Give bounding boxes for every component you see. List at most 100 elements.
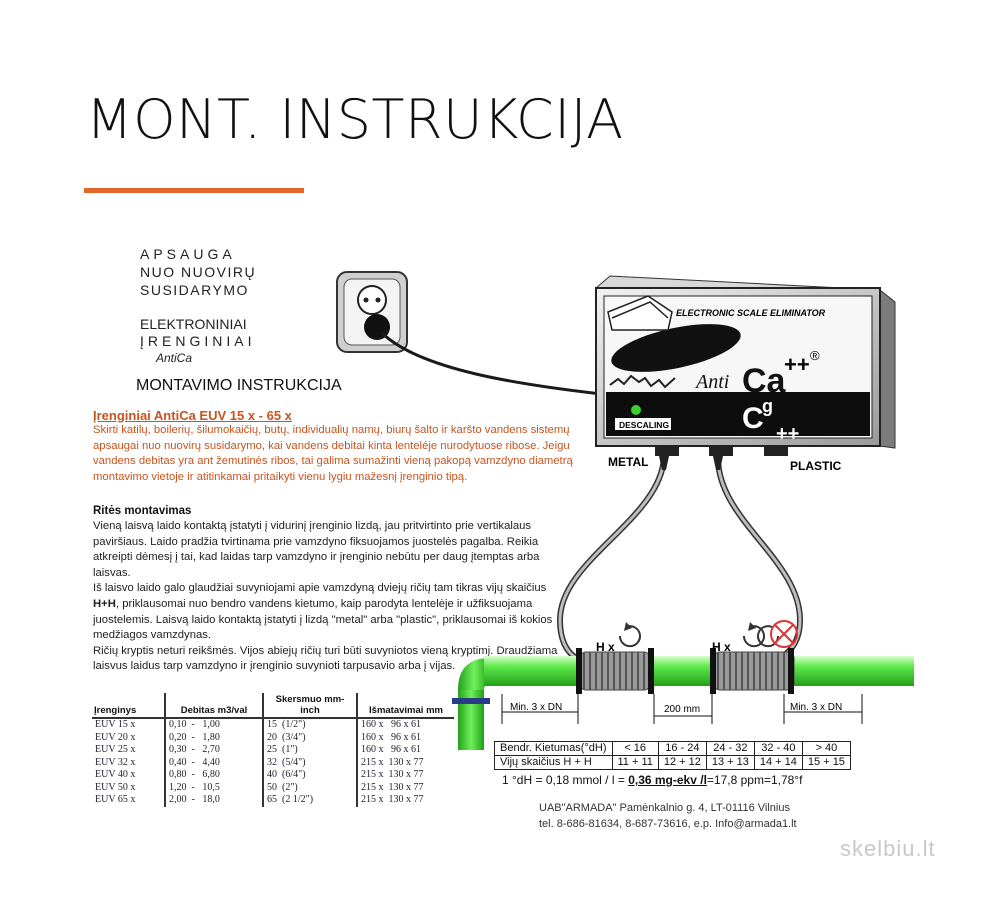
hardness-cell: 11 + 11 xyxy=(611,755,659,770)
hardness-formula: 1 °dH = 0,18 mmol / l = 0,36 mg-ekv /l=1… xyxy=(502,773,802,787)
hardness-row-2: Vijų skaičius H + H 11 + 11 12 + 12 13 +… xyxy=(494,755,851,770)
spec-table-cell: EUV 40 x xyxy=(95,769,136,780)
dim-left: Min. 3 x DN xyxy=(510,702,562,713)
section-paragraph-1: Vieną laisvą laido kontaktą įstatyti į v… xyxy=(93,520,540,579)
instructions-heading: MONTAVIMO INSTRUKCIJA xyxy=(136,377,342,394)
product-title: Įrenginiai AntiCa EUV 15 x - 65 x xyxy=(93,408,292,423)
rotation-icon-left xyxy=(618,622,641,648)
device-brand-sup: ++ xyxy=(784,352,810,377)
spec-table-cell: 20 (3/4") xyxy=(262,731,357,744)
section-paragraph-3: Ričių kryptis neturi reikšmės. Vijos abi… xyxy=(93,644,558,673)
formula-part-b: 0,36 mg-ekv /l xyxy=(628,773,707,787)
hardness-cell: Vijų skaičius H + H xyxy=(494,755,613,770)
spec-table-cell: EUV 15 x xyxy=(95,719,136,730)
spec-table-cell: 65 (2 1/2") xyxy=(262,794,357,807)
header-line-5: ĮRENGINIAI xyxy=(140,333,256,349)
descaling-label: DESCALING xyxy=(619,420,669,430)
spec-table-cell: 215 x 130 x 77 xyxy=(356,756,454,769)
section-body: Vieną laisvą laido kontaktą įstatyti į v… xyxy=(93,519,563,675)
spec-table-cell: 160 x 96 x 61 xyxy=(356,744,454,757)
title-underline xyxy=(84,188,304,193)
header-brand: AntiCa xyxy=(156,351,193,365)
spec-table-cell: EUV 20 x xyxy=(95,731,136,743)
hardness-cell: 24 - 32 xyxy=(705,741,755,756)
hardness-cell: 15 + 15 xyxy=(801,755,851,770)
rotation-icon-right xyxy=(742,622,765,648)
device-banner: ELECTRONIC SCALE ELIMINATOR xyxy=(676,308,826,318)
p2-text-c: , priklausomai nuo bendro vandens kietum… xyxy=(93,597,553,642)
hardness-cell: > 40 xyxy=(801,741,851,756)
spec-table-cell: 0,80 - 6,80 xyxy=(164,769,263,782)
header-line-1: APSAUGA xyxy=(140,246,236,262)
section-heading: Ritės montavimas xyxy=(93,505,192,517)
hardness-table: Bendr. Kietumas(°dH) < 16 16 - 24 24 - 3… xyxy=(494,741,851,770)
spec-table-cell: EUV 25 x xyxy=(95,744,136,755)
coil-right xyxy=(710,648,795,694)
spec-table-cell: 0,20 - 1,80 xyxy=(164,731,263,744)
plastic-label: PLASTIC xyxy=(790,459,842,473)
watermark: skelbiu.lt xyxy=(840,836,936,861)
hardness-row-1: Bendr. Kietumas(°dH) < 16 16 - 24 24 - 3… xyxy=(494,741,851,756)
registered-mark: ® xyxy=(810,348,820,363)
no-reverse-rotation-icon xyxy=(757,620,798,648)
spec-table: Įrenginys Debitas m3/val Skersmuo mm-inc… xyxy=(92,693,454,807)
power-cord xyxy=(380,331,611,397)
p2-text-a: Iš laisvo laido galo glaudžiai suvynioja… xyxy=(93,582,547,595)
spec-table-cell: 40 (6/4") xyxy=(262,769,357,782)
device-brand2-sub: ++ xyxy=(776,423,799,445)
spec-table-cell: EUV 50 x xyxy=(95,781,136,793)
spec-table-cell: 0,10 - 1,00 xyxy=(164,718,263,732)
spec-table-cell: 1,20 - 10,5 xyxy=(164,781,263,794)
coil-left xyxy=(576,648,654,694)
company-address: UAB"ARMADA" Pamėnkalnio g. 4, LT-01116 V… xyxy=(539,802,790,814)
hardness-cell: < 16 xyxy=(611,741,659,756)
spec-table-cell: 15 (1/2") xyxy=(262,718,357,732)
dim-right: Min. 3 x DN xyxy=(790,702,842,713)
plastic-socket xyxy=(764,446,788,456)
hardness-cell: 13 + 13 xyxy=(705,755,755,770)
spec-table-cell: 25 (1") xyxy=(262,744,357,757)
p2-bold: H+H xyxy=(93,597,116,610)
spec-table-cell: 160 x 96 x 61 xyxy=(356,718,454,732)
spec-header-device: Įrenginys xyxy=(92,693,165,719)
spec-table-cell: 215 x 130 x 77 xyxy=(356,794,454,807)
spec-header-dimensions: Išmatavimai mm xyxy=(356,693,454,719)
coil-label-right: H x xyxy=(712,640,731,654)
spec-table-cell: 2,00 - 18,0 xyxy=(164,794,263,807)
formula-part-a: 1 °dH = 0,18 mmol / l = xyxy=(502,773,629,787)
spec-table-cell: EUV 32 x xyxy=(95,756,136,768)
hardness-cell: Bendr. Kietumas(°dH) xyxy=(494,741,613,756)
header-line-4: ELEKTRONINIAI xyxy=(140,316,247,332)
spec-table-cell: 50 (2") xyxy=(262,781,357,794)
metal-label: METAL xyxy=(608,455,648,469)
coil-label-left: H x xyxy=(596,640,615,654)
wall-socket xyxy=(336,271,408,353)
hardness-cell: 12 + 12 xyxy=(657,755,707,770)
spec-table-cell: EUV 65 x xyxy=(95,794,136,805)
header-line-3: SUSIDARYMO xyxy=(140,282,249,298)
header-line-2: NUO NUOVIRŲ xyxy=(140,264,257,280)
metal-socket xyxy=(655,446,679,456)
slide-title: MONT. INSTRUKCIJA xyxy=(86,88,624,151)
dimension-lines xyxy=(501,694,863,724)
section-paragraph-2: Iš laisvo laido galo glaudžiai suvynioja… xyxy=(93,581,563,643)
hardness-cell: 32 - 40 xyxy=(753,741,803,756)
hardness-cell: 14 + 14 xyxy=(753,755,803,770)
middle-socket xyxy=(709,446,733,456)
company-phones: tel. 8-686-81634, 8-687-73616, e.p. Info… xyxy=(539,818,797,830)
spec-table-cell: 215 x 130 x 77 xyxy=(356,769,454,782)
spec-table-cell: 0,40 - 4,40 xyxy=(164,756,263,769)
water-pipe xyxy=(452,656,914,750)
anti-ca-device xyxy=(594,275,896,449)
dim-mid: 200 mm xyxy=(664,704,700,715)
device-brand-ca: Ca xyxy=(742,362,787,400)
